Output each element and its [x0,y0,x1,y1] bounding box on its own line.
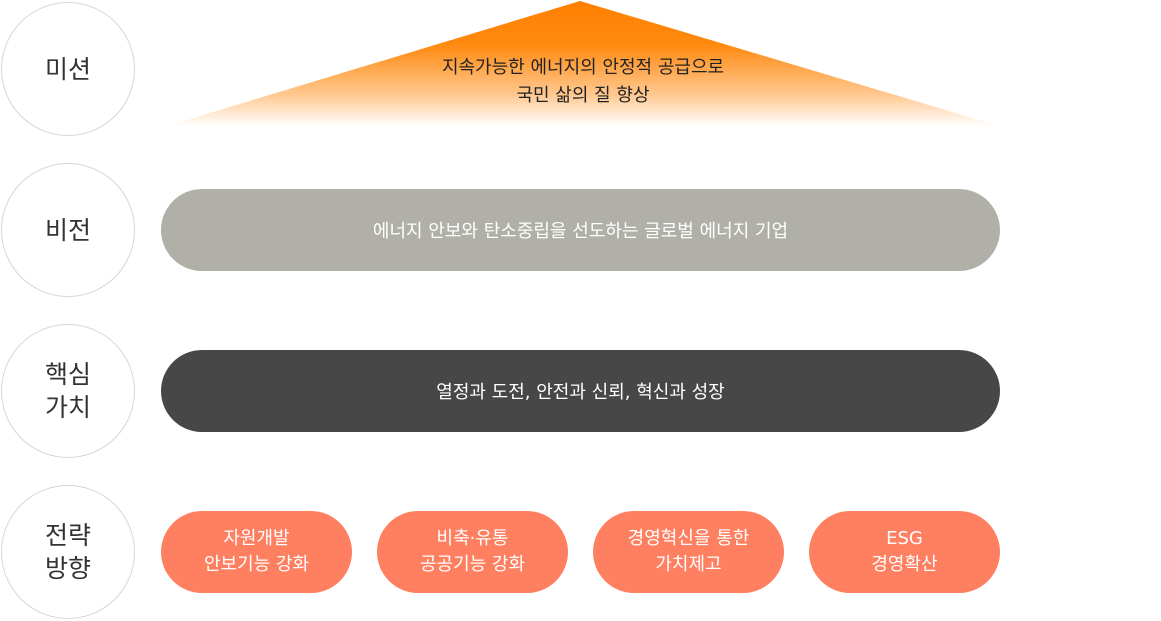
core-values-text: 열정과 도전, 안전과 신뢰, 혁신과 성장 [436,382,725,403]
strategy-pill-text: 자원개발 안보기능 강화 [203,528,310,575]
core-values-bar: 열정과 도전, 안전과 신뢰, 혁신과 성장 [161,350,1000,432]
strategy-pill-resource-development: 자원개발 안보기능 강화 [161,511,352,593]
mission-label-circle: 미션 [1,2,135,136]
vision-label: 비전 [44,215,91,245]
strategy-pill-esg: ESG 경영확산 [809,511,1000,593]
mission-triangle-shape [167,1,999,126]
core-values-label-circle: 핵심 가치 [1,324,135,458]
vision-bar: 에너지 안보와 탄소중립을 선도하는 글로벌 에너지 기업 [161,189,1000,271]
strategy-pill-management-innovation: 경영혁신을 통한 가치제고 [593,511,784,593]
core-values-label: 핵심 가치 [44,360,91,422]
mission-label: 미션 [44,54,91,84]
strategy-pill-text: 경영혁신을 통한 가치제고 [627,528,750,575]
vision-text: 에너지 안보와 탄소중립을 선도하는 글로벌 에너지 기업 [372,221,789,242]
strategy-pill-text: 비축·유통 공공기능 강화 [419,528,526,575]
strategy-pill-stockpiling-distribution: 비축·유통 공공기능 강화 [377,511,568,593]
mission-triangle: 지속가능한 에너지의 안정적 공급으로 국민 삶의 질 향상 [167,0,999,126]
strategy-pill-text: ESG 경영확산 [871,528,938,575]
strategy-label: 전략 방향 [44,521,91,583]
strategy-label-circle: 전략 방향 [1,485,135,619]
mission-text: 지속가능한 에너지의 안정적 공급으로 국민 삶의 질 향상 [441,57,725,106]
vision-label-circle: 비전 [1,163,135,297]
